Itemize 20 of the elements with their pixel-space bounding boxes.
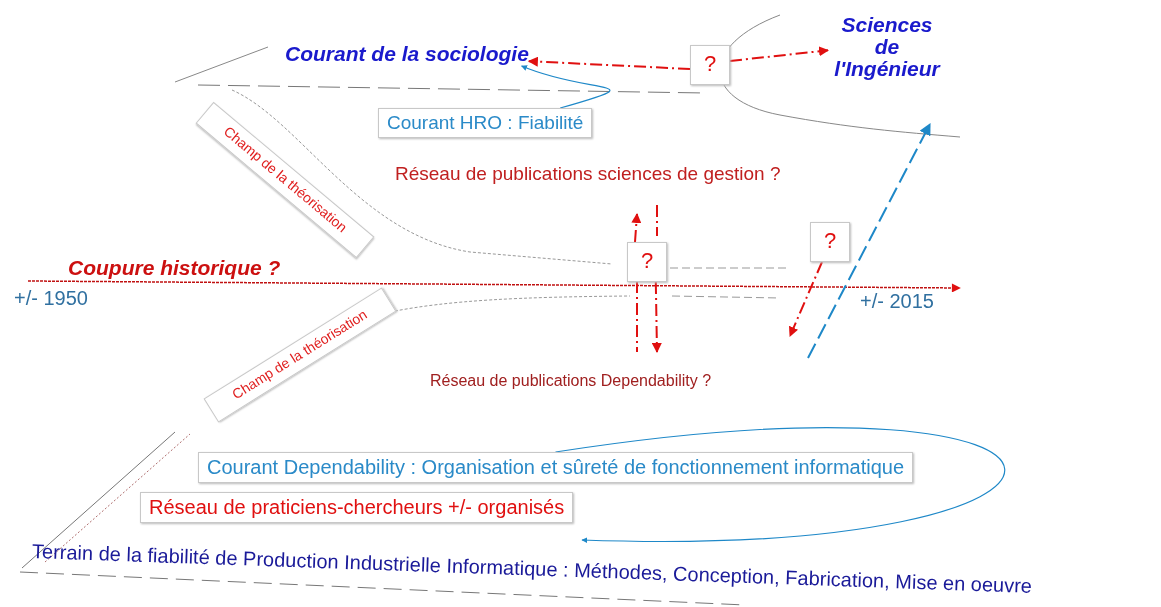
axis-title: Coupure historique ? bbox=[68, 256, 281, 280]
note-text: Réseau de publications Dependability ? bbox=[430, 372, 712, 390]
field-label: Courant de la sociologie bbox=[285, 42, 529, 66]
label-box: Courant HRO : Fiabilité bbox=[378, 108, 593, 138]
field-label: Terrain de la fiabilité de Production Industrielle Informatique : Méthodes, Conception, Fabrication, Mise en oeuvre bbox=[31, 540, 1033, 598]
arrow bbox=[527, 56, 691, 70]
question-box: ? bbox=[627, 242, 667, 282]
arrow bbox=[651, 281, 662, 353]
arrow bbox=[789, 261, 823, 337]
label-box: Courant Dependability : Organisation et sûreté de fonctionnement informatique bbox=[198, 452, 914, 483]
field-label: Sciences de l'Ingénieur bbox=[828, 14, 946, 80]
arrow bbox=[631, 213, 642, 243]
arrow bbox=[521, 65, 611, 109]
axis-label: +/- 2015 bbox=[860, 290, 934, 313]
axis-label: +/- 1950 bbox=[14, 287, 88, 310]
question-box: ? bbox=[690, 45, 730, 85]
arrow bbox=[729, 46, 829, 62]
note-text: Réseau de publications sciences de gestion ? bbox=[395, 163, 781, 185]
label-box: Réseau de praticiens-chercheurs +/- organisés bbox=[140, 492, 574, 523]
question-box: ? bbox=[810, 222, 850, 262]
